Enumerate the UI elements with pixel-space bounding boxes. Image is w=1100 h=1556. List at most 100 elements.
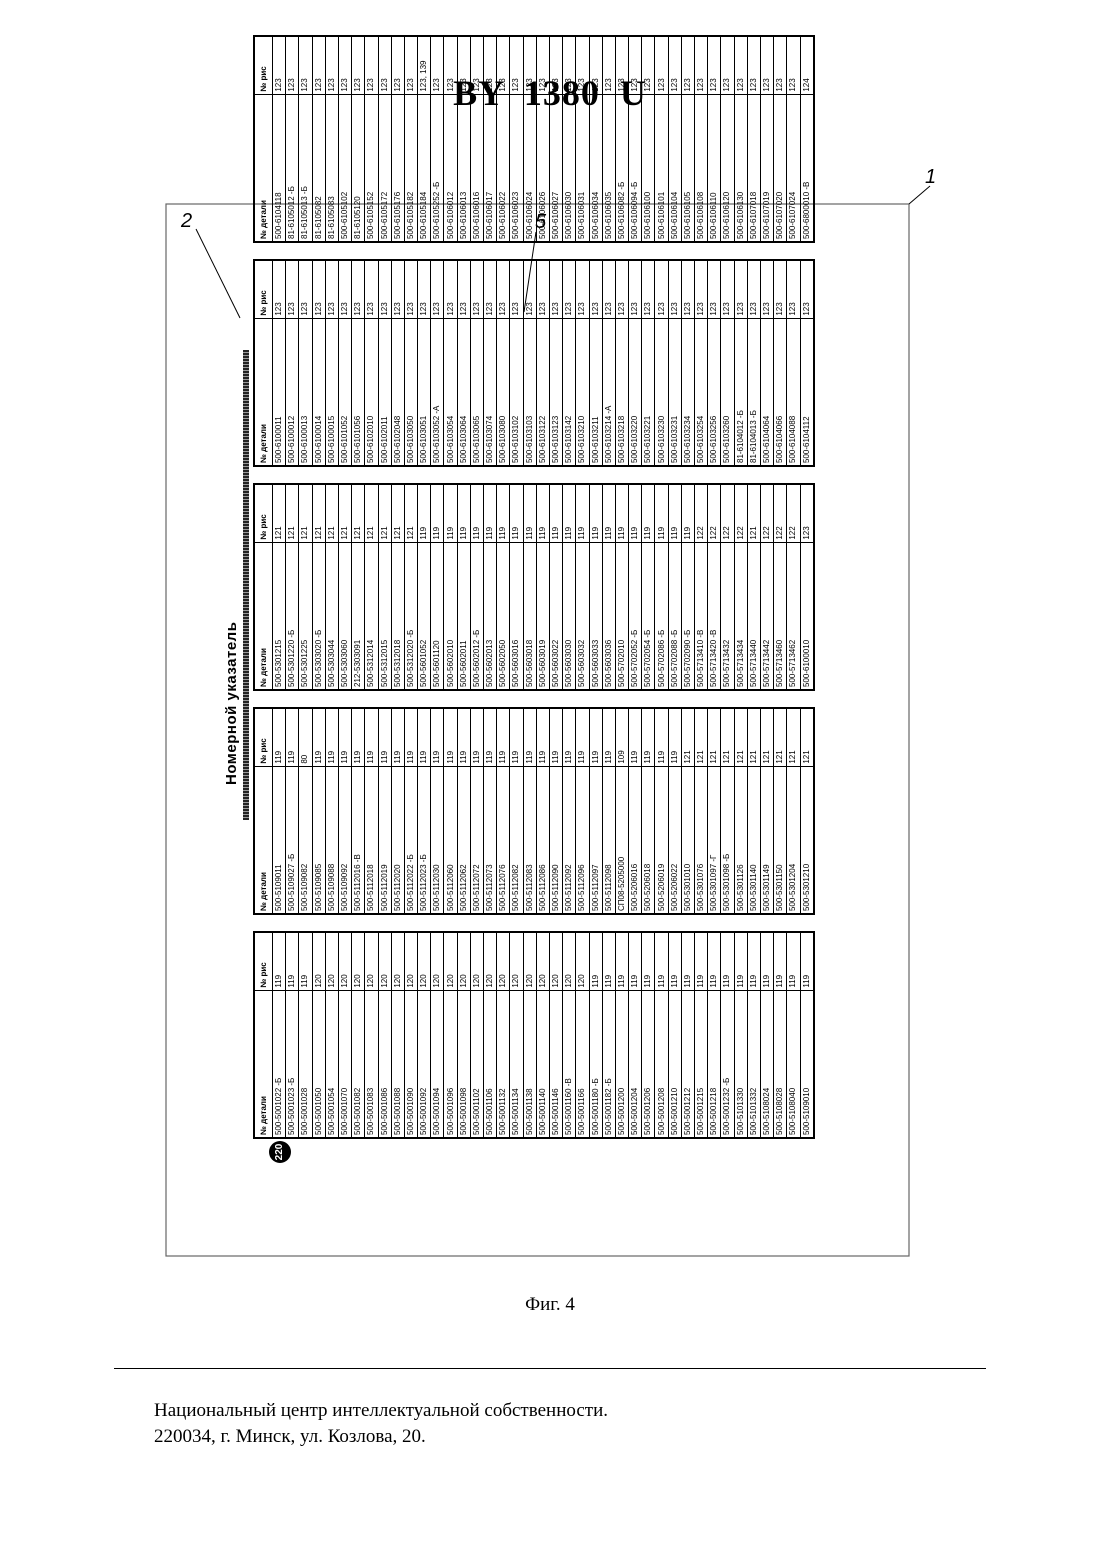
figure-number-cell: 120 [510,933,523,991]
table-row: 500-5001102120 [470,933,483,1138]
part-number-cell: 500-5109082 [299,766,312,913]
figure-number-cell: 120 [418,933,431,991]
table-row: 500-6800010 -В124 [800,37,813,242]
part-number-cell: 500-6103211 [589,318,602,465]
figure-number-cell: 119 [325,709,338,767]
footer: Национальный центр интеллектуальной собс… [154,1398,608,1450]
part-number-cell: 500-5303020 -Б [312,542,325,689]
part-number-cell: 500-6103054 [444,318,457,465]
part-number-cell: 500-5001088 [391,990,404,1137]
part-number-cell: 500-5603032 [576,542,589,689]
table-row: 500-6103102123 [510,261,523,466]
table-row: 500-5206022119 [668,709,681,914]
part-number-cell: 81-6105083 [325,94,338,241]
index-table: № детали№ рис500-5301215121500-5301220 -… [254,484,814,690]
figure-number-cell: 123 [642,37,655,95]
part-number-cell: 500-5109088 [325,766,338,913]
table-row: 500-6106110123 [708,37,721,242]
table-row: 500-5301220 -Б121 [286,485,299,690]
table-row: 500-5301076121 [695,709,708,914]
part-number-cell: 500-5108024 [760,990,773,1137]
table-row: 500-5001050120 [312,933,325,1138]
figure-number-cell: 123 [721,37,734,95]
table-row: 500-6103260123 [721,261,734,466]
index-group-5: № детали№ рис500-610411812381-6105012 -Б… [253,35,815,243]
table-row: 500-6103214 -А123 [602,261,615,466]
part-number-cell: 500-5312020 -Б [404,542,417,689]
part-number-cell: 500-6107024 [787,94,800,241]
table-row: СП08-5205000109 [615,709,628,914]
part-number-cell: 500-6103074 [484,318,497,465]
column-header-part: № детали [255,990,273,1137]
table-row: 500-6106105123 [681,37,694,242]
table-row: 500-6107020123 [774,37,787,242]
figure-number-cell: 123 [312,261,325,319]
table-row: 500-5112018119 [365,709,378,914]
table-row: 500-6107019123 [760,37,773,242]
part-number-cell: 500-5112016 -В [352,766,365,913]
table-row: 500-6103220123 [629,261,642,466]
index-table: № детали№ рис500-610411812381-6105012 -Б… [254,36,814,242]
figure-number-cell: 123 [800,261,813,319]
part-number-cell: 500-5112082 [510,766,523,913]
table-row: 500-5101332119 [747,933,760,1138]
figure-number-cell: 119 [629,709,642,767]
part-number-cell: 500-6106016 [470,94,483,241]
figure-number-cell: 123, 139 [418,37,431,95]
figure-number-cell: 120 [444,933,457,991]
figure-number-cell: 123 [457,37,470,95]
part-number-cell: 500-5108028 [774,990,787,1137]
figure-number-cell: 119 [457,709,470,767]
table-row: 500-5001146120 [549,933,562,1138]
part-number-cell: 500-6100010 [800,542,813,689]
table-row: 500-6106100123 [642,37,655,242]
figure-number-cell: 123 [431,37,444,95]
table-row: 500-6106034123 [589,37,602,242]
figure-number-cell: 119 [365,709,378,767]
figure-number-cell: 123 [286,261,299,319]
table-row: 500-5301149121 [760,709,773,914]
part-number-cell: 500-5112073 [484,766,497,913]
title-hatch [243,350,249,820]
figure-number-cell: 123 [549,261,562,319]
figure-number-cell: 121 [734,709,747,767]
part-number-cell: 500-6103064 [457,318,470,465]
part-number-cell: 500-6100014 [312,318,325,465]
part-number-cell: 500-6106024 [523,94,536,241]
table-row: 500-6105184123, 139 [418,37,431,242]
table-row: 500-5001070120 [338,933,351,1138]
part-number-cell: 500-6103050 [404,318,417,465]
table-row: 500-5301215121 [273,485,286,690]
table-row: 500-5112092119 [563,709,576,914]
table-row: 500-5001094120 [431,933,444,1138]
figure-number-cell: 121 [747,485,760,543]
figure-number-cell: 123 [602,37,615,95]
figure-number-cell: 119 [642,933,655,991]
table-row: 500-5112073119 [484,709,497,914]
part-number-cell: 500-6106101 [655,94,668,241]
part-number-cell: 500-5109010 [800,990,813,1137]
figure-number-cell: 123 [365,261,378,319]
part-number-cell: 500-6105152 [365,94,378,241]
part-number-cell: 500-5206019 [655,766,668,913]
figure-number-cell: 119 [642,709,655,767]
figure-number-cell: 119 [721,933,734,991]
part-number-cell: 500-6103123 [549,318,562,465]
figure-number-cell: 119 [431,709,444,767]
table-row: 500-5702052 -Б119 [629,485,642,690]
figure-number-cell: 123 [444,261,457,319]
label-header-hatch: 2 [180,210,192,232]
figure-number-cell: 123 [563,261,576,319]
figure-number-cell: 119 [457,485,470,543]
part-number-cell: 500-5702090 -Б [681,542,694,689]
part-number-cell: 500-5602050 [497,542,510,689]
table-row: 500-5301204121 [787,709,800,914]
figure-number-cell: 122 [721,485,734,543]
figure-number-cell: 119 [655,933,668,991]
part-number-cell: 500-6102048 [391,318,404,465]
table-row: 500-510908280 [299,709,312,914]
part-number-cell: 500-6106130 [734,94,747,241]
table-header-row: № детали№ рис [255,709,273,914]
part-number-cell: 500-5001166 [576,990,589,1137]
table-header-row: № детали№ рис [255,933,273,1138]
